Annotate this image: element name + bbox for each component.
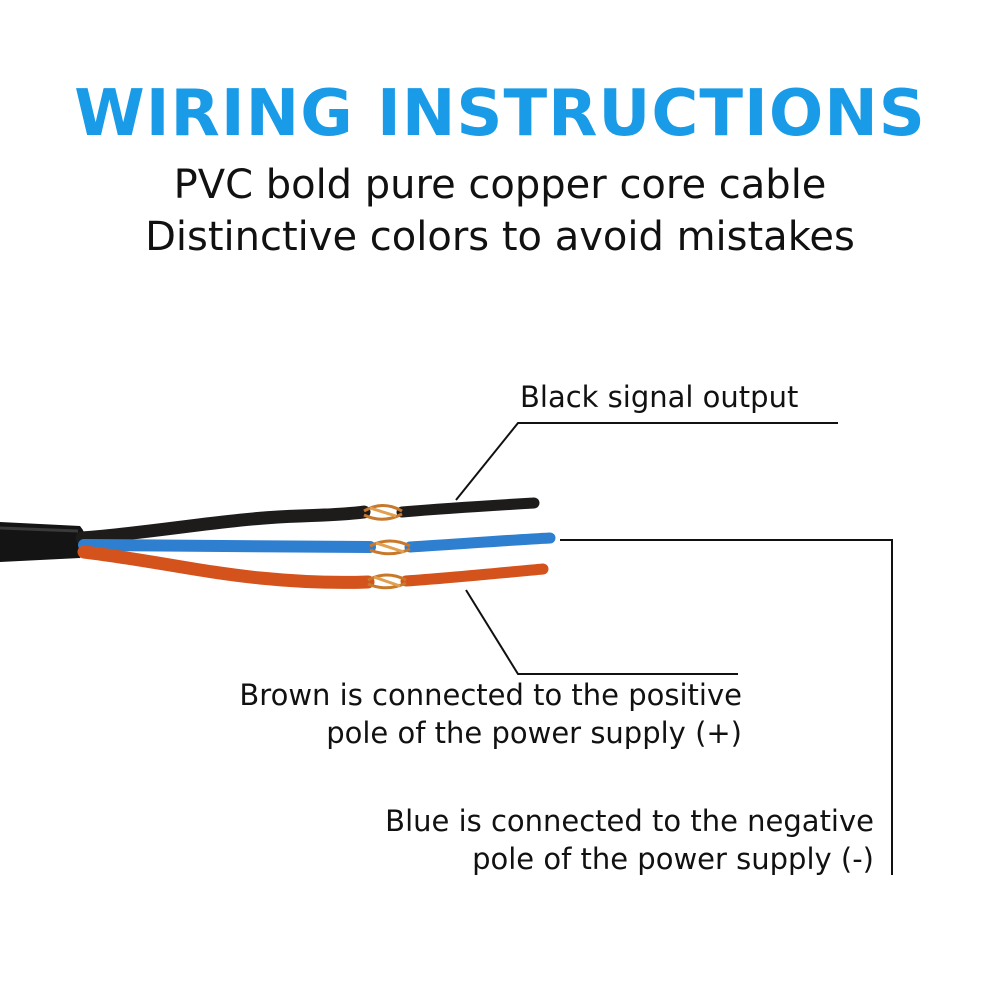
brown-leader-line — [465, 589, 738, 675]
subtitle-line-2: Distinctive colors to avoid mistakes — [145, 214, 855, 260]
black-leader-line — [455, 422, 838, 501]
black-wire-insulation — [75, 505, 371, 545]
cable-jacket-highlight — [0, 526, 79, 533]
blue-wire-label: Blue is connected to the negative pole o… — [385, 802, 874, 878]
blue-wire-label-line-1: Blue is connected to the negative — [385, 804, 874, 838]
black-wire-label: Black signal output — [520, 378, 798, 416]
blue-wire-label-line-2: pole of the power supply (-) — [472, 842, 874, 876]
brown-wire-tip — [400, 563, 549, 587]
page-title: WIRING INSTRUCTIONS — [74, 77, 926, 151]
black-wire-label-text: Black signal output — [520, 380, 799, 414]
cable-jacket — [0, 522, 86, 562]
brown-wire-label: Brown is connected to the positive pole … — [239, 676, 742, 752]
black-wire-tip — [396, 497, 540, 518]
brown-wire-label-line-2: pole of the power supply (+) — [326, 716, 742, 750]
subtitle-line-1: PVC bold pure copper core cable — [173, 162, 827, 208]
blue-wire-tip — [404, 532, 556, 553]
brown-wire-label-line-1: Brown is connected to the positive — [239, 678, 742, 712]
blue-leader-line — [560, 539, 893, 875]
blue-wire-insulation — [78, 539, 376, 553]
copper-strands — [363, 504, 411, 590]
brown-wire-insulation — [77, 545, 375, 589]
